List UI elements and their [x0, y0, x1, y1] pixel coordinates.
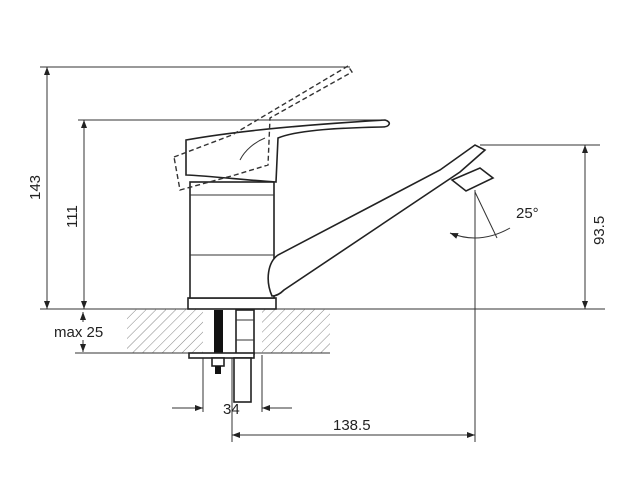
dim-spout-reach: 138.5 — [333, 417, 371, 434]
dim-spout-angle: 25° — [516, 205, 539, 222]
dim-body-height: 111 — [64, 205, 81, 228]
mounting-hardware — [188, 309, 255, 403]
lever-handle-raised-dashed — [173, 65, 354, 191]
countertop-section — [127, 309, 330, 354]
aerator — [450, 167, 495, 192]
dimension-lines — [44, 67, 588, 438]
dim-counter-thickness: max 25 — [54, 324, 103, 341]
angle-arc — [449, 227, 511, 239]
dim-hole-diameter: 34 — [223, 401, 240, 418]
faucet-body — [187, 181, 277, 310]
dim-total-height: 143 — [27, 175, 44, 200]
lever-handle — [185, 119, 391, 183]
dim-spout-height: 93.5 — [591, 216, 608, 245]
spout — [267, 144, 487, 297]
